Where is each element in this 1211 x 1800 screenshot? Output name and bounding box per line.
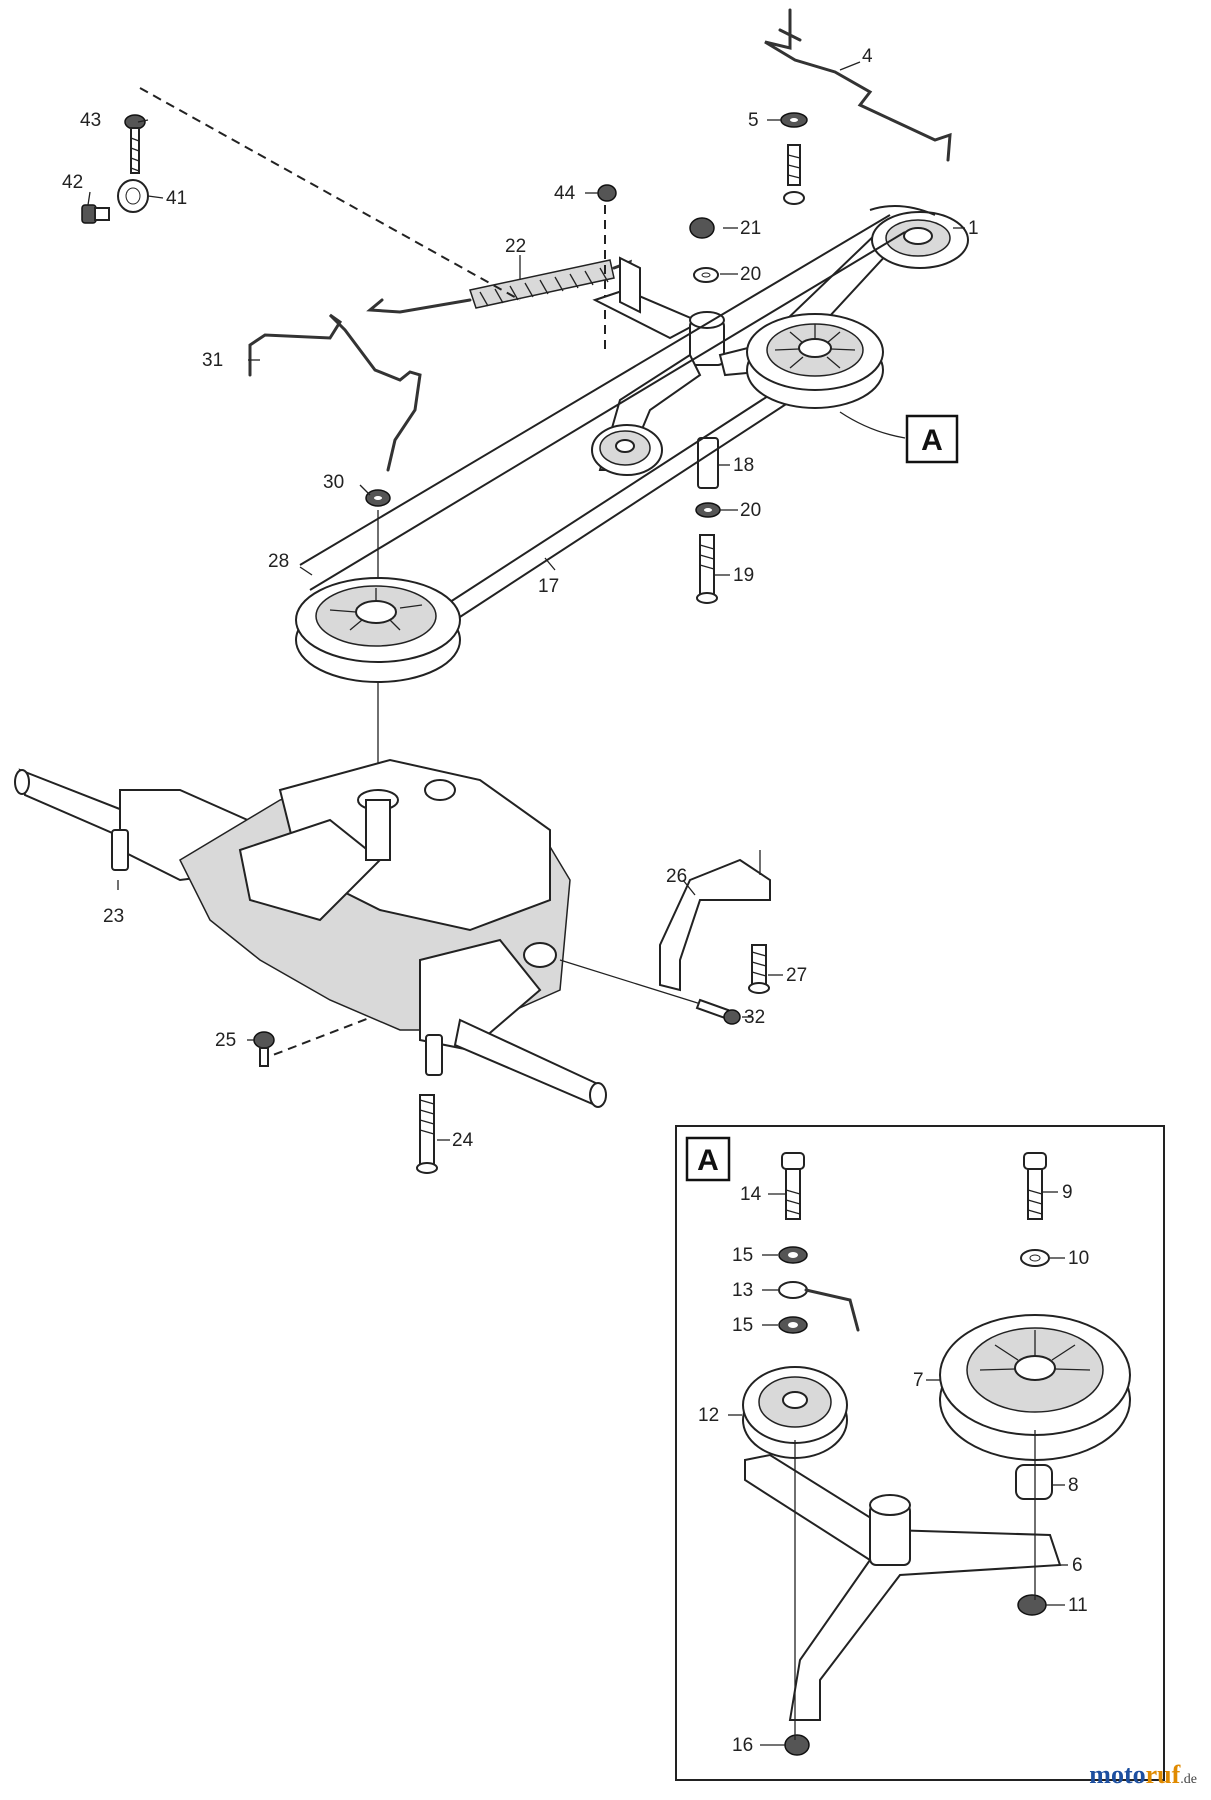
label-23: 23 [103,906,124,927]
label-26: 26 [666,866,687,887]
part-31-rod [248,313,422,472]
label-1: 1 [968,218,979,239]
label-30: 30 [323,472,344,493]
part-24-bolt [416,1094,438,1174]
label-20-lower: 20 [740,500,761,521]
label-18: 18 [733,455,754,476]
label-14: 14 [740,1184,762,1205]
leader-32-line [559,959,721,1011]
label-13: 13 [732,1280,753,1301]
label-24: 24 [452,1130,474,1151]
label-10: 10 [1068,1248,1089,1269]
label-42: 42 [62,172,83,193]
part-labels: 1 4 5 21 20 18 20 19 43 42 41 44 22 31 3… [62,46,1089,1756]
label-15-upper: 15 [732,1245,753,1266]
part-42-fitting [81,204,110,224]
label-17: 17 [538,576,559,597]
part-18-spacer [697,437,719,489]
transaxle [14,758,607,1108]
label-9: 9 [1062,1182,1073,1203]
idler-pulley-center [591,424,663,476]
part-44-nut [597,184,617,202]
part-4-rod [764,8,952,162]
part-27-bolt [748,944,770,994]
label-31: 31 [202,350,223,371]
part-26-bracket [659,850,771,992]
label-5: 5 [748,110,759,131]
part-32-bolt [695,998,741,1025]
label-8: 8 [1068,1475,1079,1496]
label-43: 43 [80,110,101,131]
label-19: 19 [733,565,754,586]
callout-a-main: A [839,411,959,464]
label-27: 27 [786,965,807,986]
part-22-spring [366,259,633,314]
label-22: 22 [505,236,526,257]
detail-box-a: A [675,1125,1165,1781]
part-20-washer-upper [693,267,719,283]
bracket-plate [592,256,703,340]
svg-text:A: A [697,1144,719,1177]
label-21: 21 [740,218,761,239]
part-1-pulley [871,211,969,269]
part-21-nut [689,217,715,239]
part-25-nut [253,1031,275,1067]
large-pulley-right [746,313,884,409]
label-16: 16 [732,1735,753,1756]
watermark-logo: motoruf.de [1089,1760,1197,1789]
part-30-washer [365,489,391,507]
part-19-bolt [696,534,718,604]
part-41-eyebolt [117,179,149,213]
dashed-line-43 [139,87,521,301]
part-28-drive-pulley [295,577,461,683]
label-28: 28 [268,551,289,572]
label-leaders [87,61,1068,1746]
label-20-upper: 20 [740,264,761,285]
label-4: 4 [862,46,873,67]
label-44: 44 [554,183,576,204]
label-25: 25 [215,1030,236,1051]
label-15-lower: 15 [732,1315,753,1336]
label-6: 6 [1072,1555,1083,1576]
label-41: 41 [166,188,187,209]
part-5-washer [780,112,808,205]
part-43-nut [124,114,146,174]
label-11: 11 [1068,1595,1088,1616]
part-17-belt [299,205,936,631]
label-12: 12 [698,1405,719,1426]
label-32: 32 [744,1007,765,1028]
part-20-washer-lower [695,502,721,518]
label-7: 7 [913,1370,924,1391]
dashed-line-25 [259,1009,391,1061]
svg-text:A: A [921,424,943,457]
